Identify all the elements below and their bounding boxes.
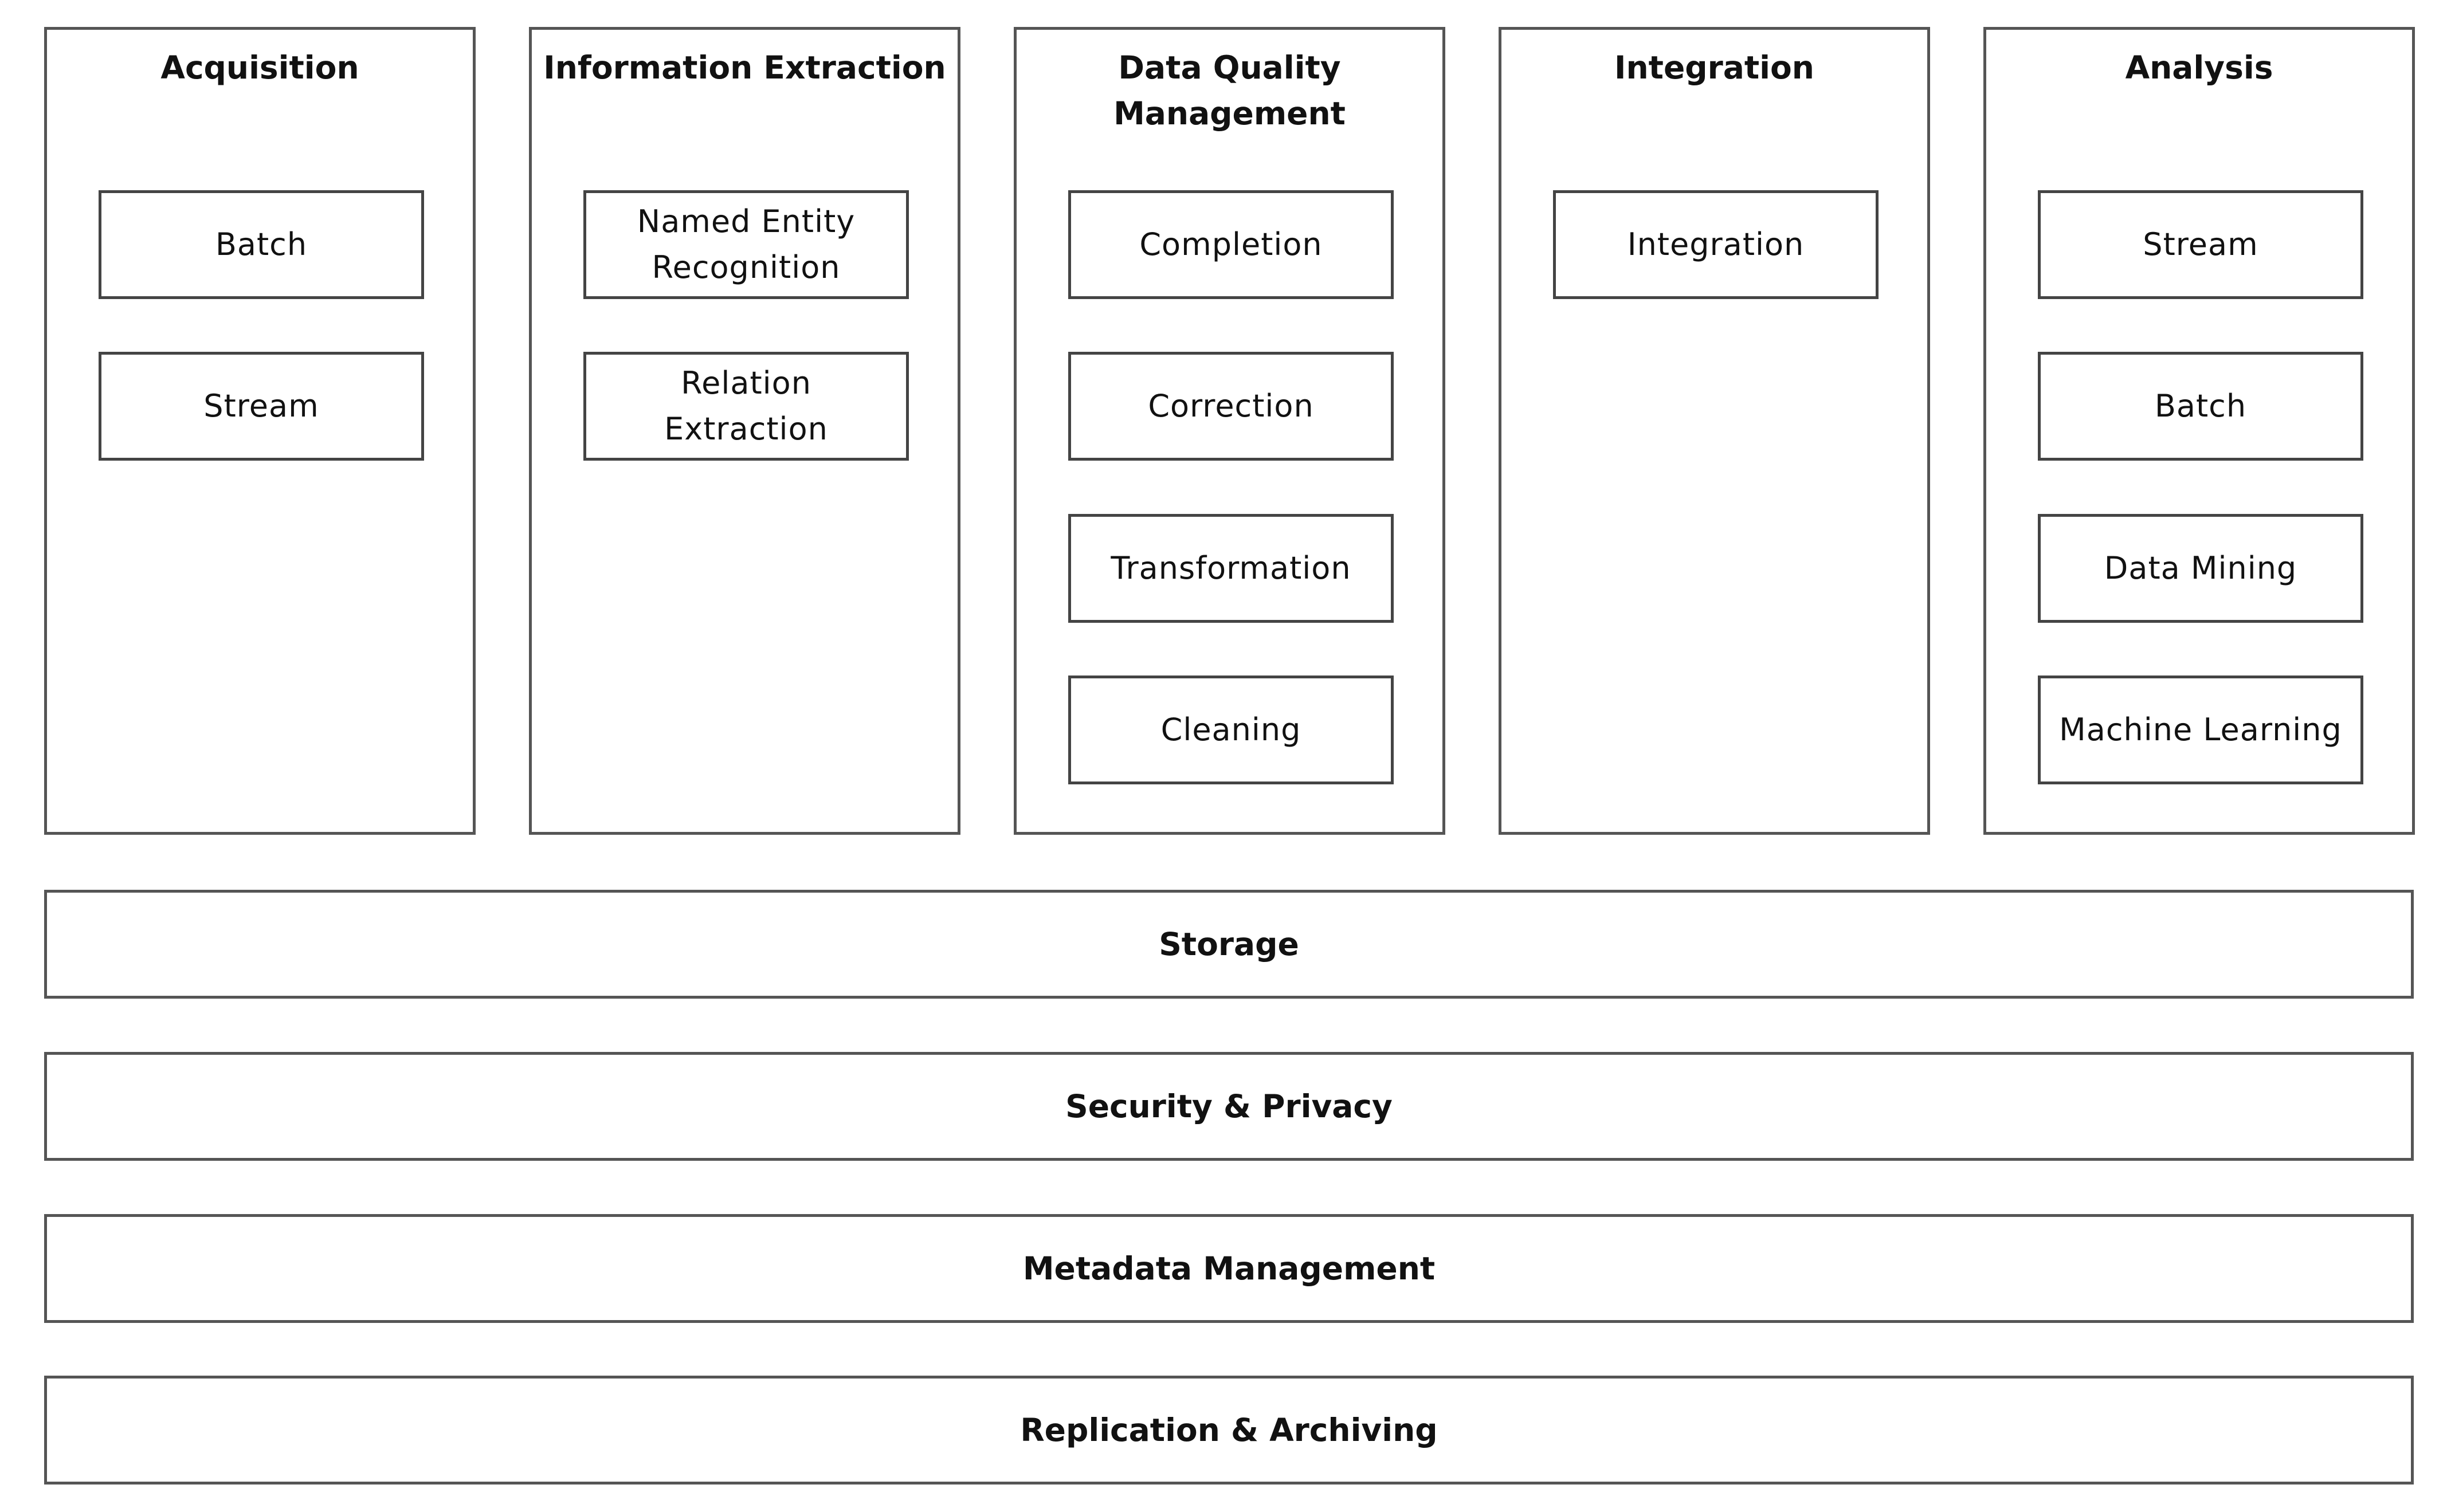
column-data-quality-management: Data Quality Management Completion Corre… [1014, 27, 1445, 835]
component-transformation: Transformation [1068, 514, 1394, 623]
layer-metadata-management: Metadata Management [44, 1214, 2414, 1323]
layer-storage: Storage [44, 890, 2414, 999]
column-title: Acquisition [160, 49, 359, 86]
column-information-extraction: Information Extraction Named Entity Reco… [529, 27, 960, 835]
column-title: Data Quality Management [1113, 49, 1346, 132]
column-acquisition: Acquisition Batch Stream [44, 27, 476, 835]
component-batch: Batch [2038, 352, 2363, 461]
column-title: Information Extraction [543, 49, 946, 86]
component-completion: Completion [1068, 190, 1394, 299]
component-stream: Stream [99, 352, 424, 461]
component-stream: Stream [2038, 190, 2363, 299]
component-data-mining: Data Mining [2038, 514, 2363, 623]
component-batch: Batch [99, 190, 424, 299]
column-title: Integration [1614, 49, 1814, 86]
component-machine-learning: Machine Learning [2038, 676, 2363, 784]
layer-security-privacy: Security & Privacy [44, 1052, 2414, 1161]
component-named-entity-recognition: Named Entity Recognition [583, 190, 909, 299]
component-integration: Integration [1553, 190, 1879, 299]
layer-replication-archiving: Replication & Archiving [44, 1376, 2414, 1484]
component-cleaning: Cleaning [1068, 676, 1394, 784]
column-analysis: Analysis Stream Batch Data Mining Machin… [1983, 27, 2415, 835]
component-relation-extraction: Relation Extraction [583, 352, 909, 461]
column-title: Analysis [2125, 49, 2273, 86]
column-integration: Integration Integration [1499, 27, 1930, 835]
component-correction: Correction [1068, 352, 1394, 461]
